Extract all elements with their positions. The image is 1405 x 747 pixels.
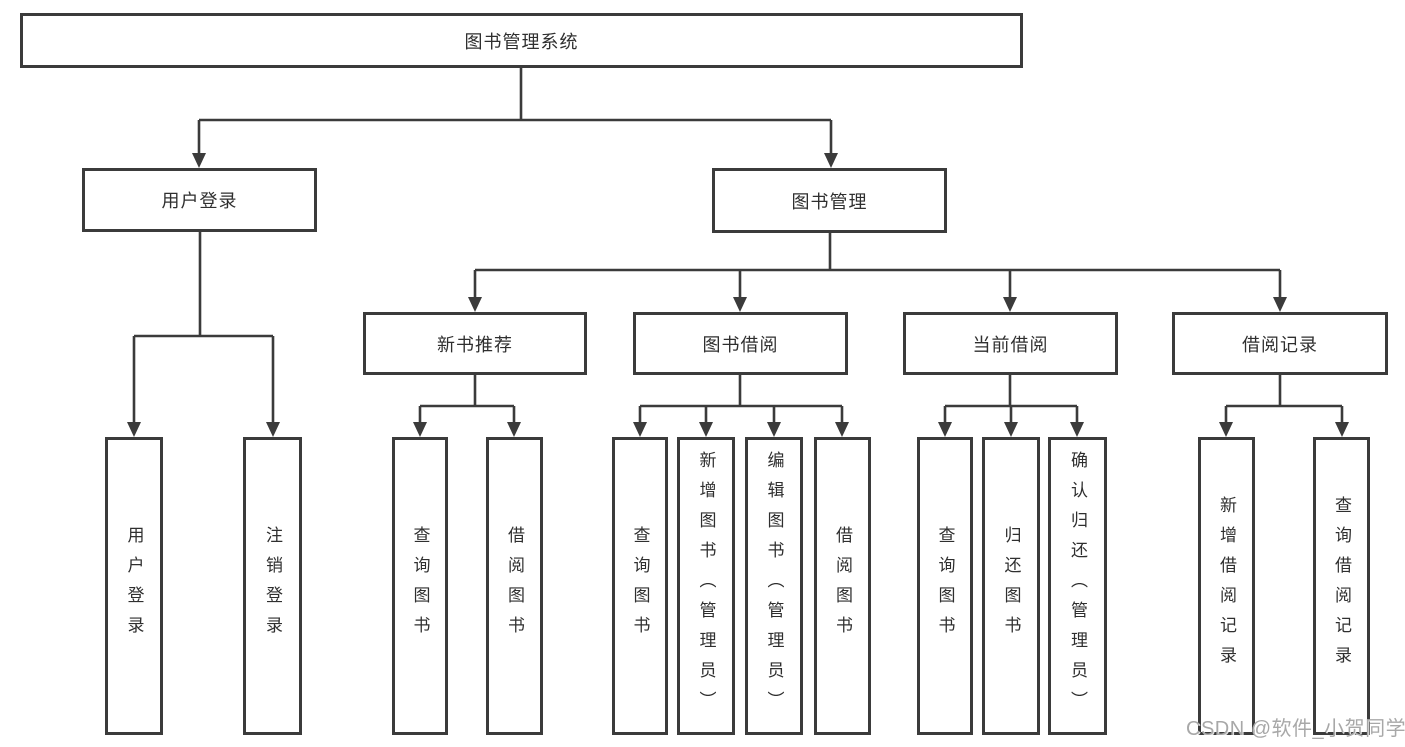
connector-user-login (127, 232, 280, 437)
leaf-add-borrow-record: 新增借阅记录 (1198, 437, 1255, 735)
node-book-management: 图书管理 (712, 168, 947, 233)
node-book-management-label: 图书管理 (791, 191, 868, 212)
connector-current-borrowing (938, 375, 1084, 437)
leaf-borrow-books-recommend-label: 借阅图书 (505, 526, 524, 646)
leaf-return-books-label: 归还图书 (1001, 526, 1021, 646)
node-book-borrowing-label: 图书借阅 (702, 334, 779, 355)
leaf-search-borrow-record: 查询借阅记录 (1313, 437, 1370, 735)
leaf-search-books-borrow: 查询图书 (612, 437, 668, 735)
leaf-logout-login-label: 注销登录 (263, 526, 282, 646)
watermark: CSDN @软件_小贺同学 (1186, 718, 1405, 740)
leaf-borrow-books-recommend: 借阅图书 (486, 437, 543, 735)
leaf-search-books-recommend: 查询图书 (392, 437, 448, 735)
leaf-search-books-current: 查询图书 (917, 437, 973, 735)
leaf-return-books: 归还图书 (982, 437, 1040, 735)
leaf-search-books-borrow-label: 查询图书 (630, 526, 650, 646)
node-borrowing-records-label: 借阅记录 (1242, 334, 1318, 355)
leaf-add-book-admin: 新增图书（管理员） (677, 437, 735, 735)
leaf-user-login-label: 用户登录 (124, 526, 144, 646)
leaf-search-books-recommend-label: 查询图书 (410, 526, 430, 646)
node-new-book-recommendation-label: 新书推荐 (437, 334, 513, 355)
connector-new-book-recommendation (413, 375, 521, 437)
leaf-user-login: 用户登录 (105, 437, 163, 735)
leaf-confirm-return-admin-label: 确认归还（管理员） (1068, 451, 1087, 721)
node-user-login: 用户登录 (82, 168, 317, 232)
leaf-confirm-return-admin: 确认归还（管理员） (1048, 437, 1107, 735)
leaf-add-borrow-record-label: 新增借阅记录 (1217, 496, 1236, 676)
node-borrowing-records: 借阅记录 (1172, 312, 1388, 375)
leaf-search-borrow-record-label: 查询借阅记录 (1332, 496, 1351, 676)
leaf-borrow-books-label: 借阅图书 (833, 526, 852, 646)
node-user-login-label: 用户登录 (161, 191, 238, 211)
connector-book-management (468, 233, 1287, 312)
connector-root (192, 68, 838, 168)
node-book-borrowing: 图书借阅 (633, 312, 848, 375)
node-new-book-recommendation: 新书推荐 (363, 312, 587, 375)
leaf-borrow-books: 借阅图书 (814, 437, 871, 735)
node-current-borrowing: 当前借阅 (903, 312, 1118, 375)
leaf-search-books-current-label: 查询图书 (935, 526, 955, 646)
node-library-system: 图书管理系统 (20, 13, 1023, 68)
node-current-borrowing-label: 当前借阅 (972, 334, 1049, 355)
node-library-system-label: 图书管理系统 (464, 31, 579, 52)
leaf-logout-login: 注销登录 (243, 437, 302, 735)
leaf-edit-book-admin-label: 编辑图书（管理员） (764, 451, 784, 721)
connector-book-borrowing (633, 375, 849, 437)
leaf-add-book-admin-label: 新增图书（管理员） (696, 451, 716, 721)
leaf-edit-book-admin: 编辑图书（管理员） (745, 437, 803, 735)
connector-borrowing-records (1219, 375, 1349, 437)
